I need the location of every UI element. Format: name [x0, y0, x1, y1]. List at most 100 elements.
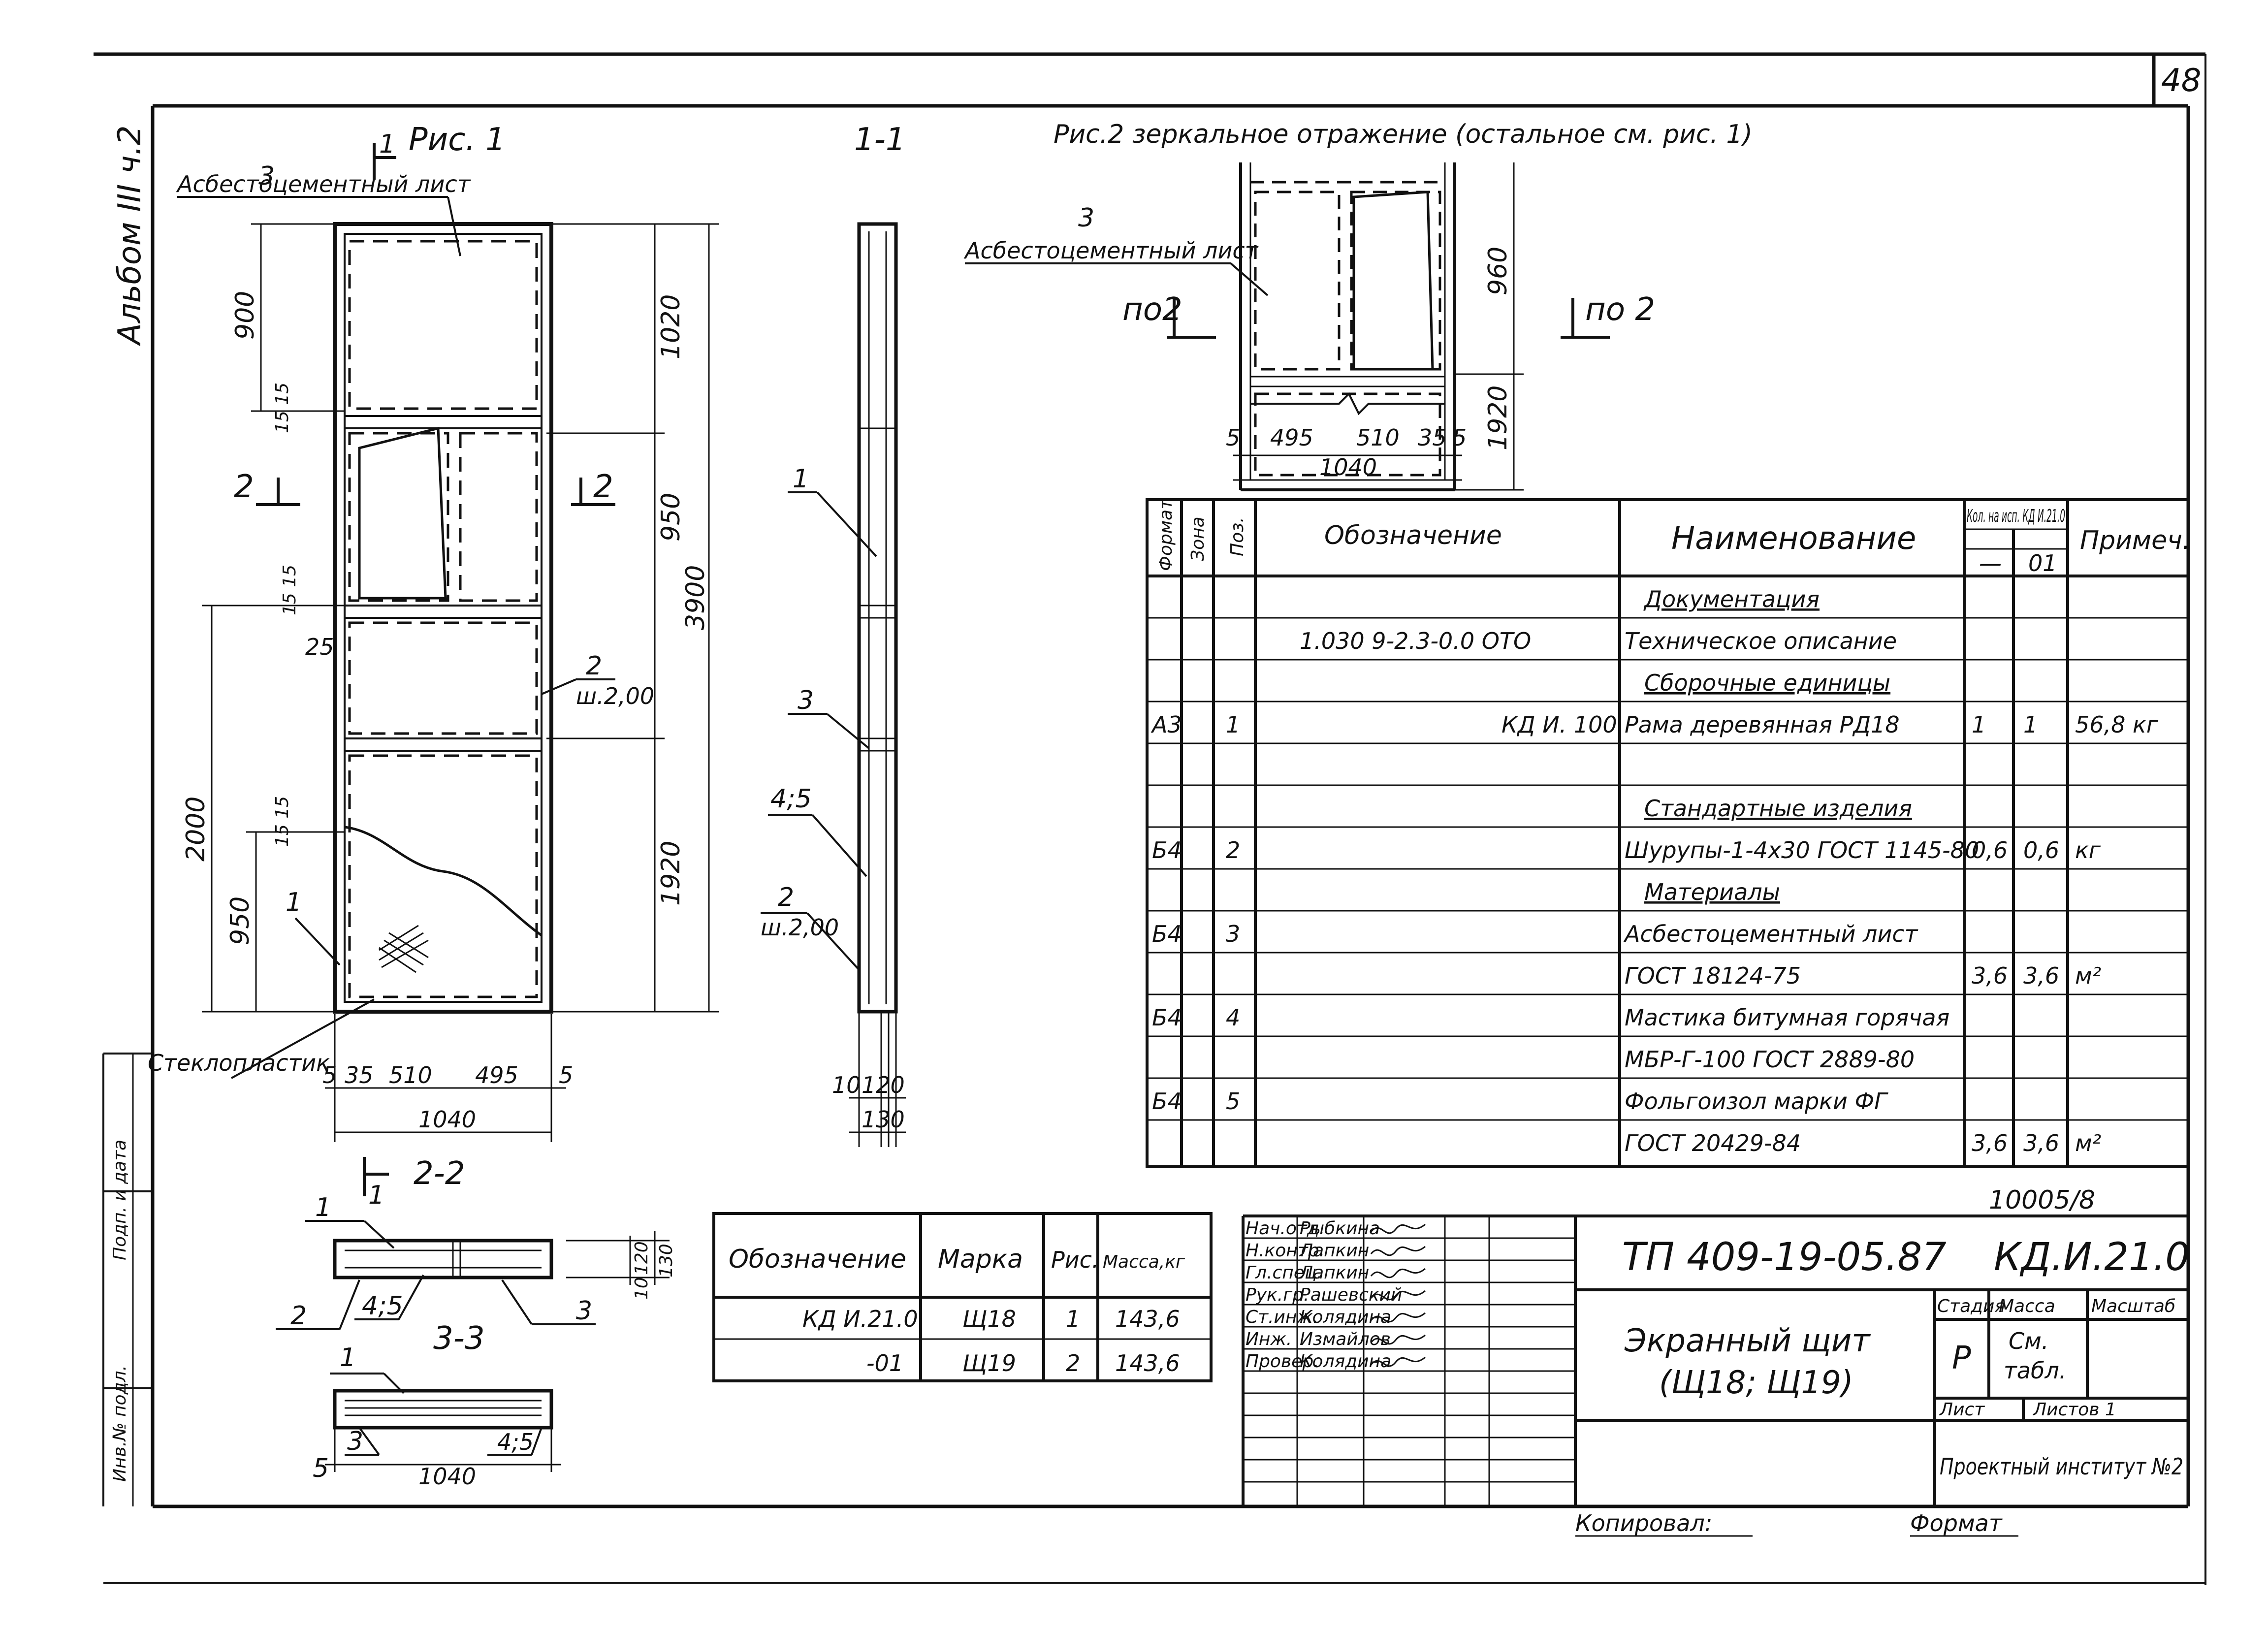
- spec-cell-pos: 4: [1226, 1004, 1240, 1031]
- fig2-dim-1920: 1920: [1483, 385, 1513, 450]
- mark-r1-designation: -01: [866, 1350, 903, 1376]
- fig1-title: Рис. 1: [409, 122, 506, 158]
- sec33-width: 1040: [418, 1463, 476, 1490]
- mark-r0-mark: Щ18: [962, 1306, 1016, 1332]
- spec-cell-designation: КД И. 100: [1501, 711, 1617, 738]
- stamp-code: КД.И.21.0: [1994, 1235, 2190, 1279]
- sec22-d130: 130: [656, 1244, 676, 1278]
- fig2-right-mark: по 2: [1585, 291, 1655, 328]
- sec11-p45: 4;5: [770, 784, 812, 814]
- fig1-frame: [333, 222, 553, 1014]
- fig2-bdim-5a: 5: [1226, 424, 1240, 451]
- stamp-mass-h: Масса: [1999, 1296, 2055, 1316]
- fig1-dim-1920: 1920: [656, 841, 686, 906]
- stamp-stage-h: Стадия: [1937, 1296, 2005, 1316]
- spec-cell-pos: 1: [1226, 711, 1240, 738]
- stamp-title-1: Экранный щит: [1624, 1323, 1871, 1359]
- fig1-section-mark: 1: [379, 129, 395, 159]
- fig1-screw: ш.2,00: [576, 683, 654, 709]
- fig1-dim-25: 25: [305, 634, 334, 660]
- spec-h-name: Наименование: [1671, 520, 1916, 557]
- spec-cell-name: Мастика битумная горячая: [1625, 1004, 1949, 1031]
- spec-cell-name: Шурупы-1-4х30 ГОСТ 1145-80: [1625, 837, 1979, 863]
- fig2-bdim-35: 35: [1418, 424, 1447, 451]
- stamp-mass-1: См.: [2009, 1328, 2048, 1354]
- signature-mark: [1370, 1290, 1426, 1301]
- spec-cell-note: м²: [2075, 962, 2101, 989]
- spec-cell-pos: 3: [1226, 921, 1240, 947]
- side-inv-label: Инв.№ подл.: [110, 1365, 130, 1482]
- spec-cell-qty2: 0,6: [2023, 837, 2059, 863]
- fig1-bdim-510: 510: [389, 1062, 432, 1088]
- spec-cell-qty1: 1: [1972, 711, 1986, 738]
- sec11-d10: 10: [832, 1072, 861, 1098]
- spec-cell-qty2: 1: [2023, 711, 2038, 738]
- spec-table: Формат Зона Поз. Обозначение Наименовани…: [1146, 498, 2190, 1168]
- fig1-dim-3900: 3900: [681, 565, 710, 630]
- sec11-d130: 130: [862, 1106, 905, 1133]
- fig1-dim-1515c: 15 15: [272, 796, 292, 847]
- fig1-asb-label: Асбестоцементный лист: [176, 171, 471, 197]
- signature-mark: [1370, 1246, 1426, 1256]
- sec33-p5: 5: [313, 1454, 329, 1483]
- mark-r0-fig: 1: [1066, 1306, 1080, 1332]
- fig1-sec2-right: 2: [593, 469, 613, 505]
- spec-cell-format: Б4: [1152, 1088, 1182, 1115]
- spec-cell-qty1: 3,6: [1972, 962, 2008, 989]
- signature-mark: [1370, 1356, 1426, 1367]
- fig2-dim-960: 960: [1483, 247, 1513, 295]
- stamp-role: Ст.инж.: [1246, 1307, 1318, 1327]
- fig1-break-line: [344, 826, 543, 937]
- mark-table: Обозначение Марка Рис. Масса,кг КД И.21.…: [712, 1212, 1213, 1382]
- section-2-2: 1 2-2 1 2 4;5 3 120 10 130: [276, 1155, 676, 1331]
- mark-h-designation: Обозначение: [729, 1245, 906, 1274]
- spec-cell-name: Сборочные единицы: [1644, 670, 1890, 696]
- sec11-p2: 2: [778, 883, 794, 912]
- stamp-role: Нач.отд.: [1246, 1218, 1325, 1239]
- spec-cell-name: Рама деревянная РД18: [1625, 711, 1900, 738]
- spec-cell-name: ГОСТ 20429-84: [1625, 1130, 1801, 1156]
- fig1-sec2-left: 2: [234, 469, 254, 505]
- stamp-stage: Р: [1952, 1340, 1971, 1376]
- spec-cell-qty1: 3,6: [1972, 1130, 2008, 1156]
- fig1-window-glass: [358, 426, 447, 600]
- fig2-pos3: 3: [1078, 203, 1094, 233]
- sec22-d120: 120: [632, 1241, 652, 1275]
- fig2-left-mark: по2: [1122, 291, 1182, 328]
- stamp-name: Лапкин: [1299, 1263, 1369, 1283]
- fig1-pos3: 3: [258, 161, 275, 191]
- mark-h-mark: Марка: [938, 1245, 1023, 1274]
- spec-cell-name: Фольгоизол марки ФГ: [1625, 1088, 1888, 1115]
- sec11-p3: 3: [798, 686, 814, 715]
- fig1-dim-1020: 1020: [656, 294, 686, 359]
- spec-h-qty-a: —: [1979, 550, 2002, 576]
- stamp-institute: Проектный институт №2: [1940, 1453, 2183, 1480]
- sec22-d10: 10: [632, 1277, 652, 1300]
- stamp-role: Гл.спец.: [1246, 1263, 1322, 1283]
- fig2-width: 1040: [1319, 454, 1377, 480]
- format-label: Формат: [1910, 1510, 2003, 1536]
- stamp-sheet-h: Лист: [1939, 1400, 1985, 1420]
- spec-cell-name: ГОСТ 18124-75: [1625, 962, 1801, 989]
- spec-cell-qty1: 0,6: [1972, 837, 2008, 863]
- fig1-dim-950: 950: [225, 896, 255, 945]
- mark-r1-mass: 143,6: [1115, 1350, 1180, 1376]
- stamp-name: Рыбкина: [1300, 1218, 1380, 1239]
- fig1-dim-1515a: 15 15: [272, 383, 292, 433]
- fig1-width: 1040: [418, 1106, 476, 1133]
- fig1-dim-900: 900: [230, 291, 260, 340]
- fig1-dim-lines: [202, 223, 719, 1142]
- sec33-title: 3-3: [433, 1320, 485, 1357]
- spec-cell-note: м²: [2075, 1130, 2101, 1156]
- spec-h-qty-b: 01: [2028, 550, 2057, 576]
- mark-h-mass: Масса,кг: [1103, 1252, 1185, 1272]
- mark-h-fig: Рис.: [1051, 1246, 1099, 1273]
- fig1-hidden-panels: [348, 240, 538, 998]
- spec-cell-format: Б4: [1152, 921, 1182, 947]
- sec22-p2: 2: [290, 1301, 307, 1331]
- spec-cell-name: Документация: [1643, 586, 1820, 612]
- sec11-d120: 120: [862, 1072, 905, 1098]
- signature-mark: [1370, 1223, 1426, 1234]
